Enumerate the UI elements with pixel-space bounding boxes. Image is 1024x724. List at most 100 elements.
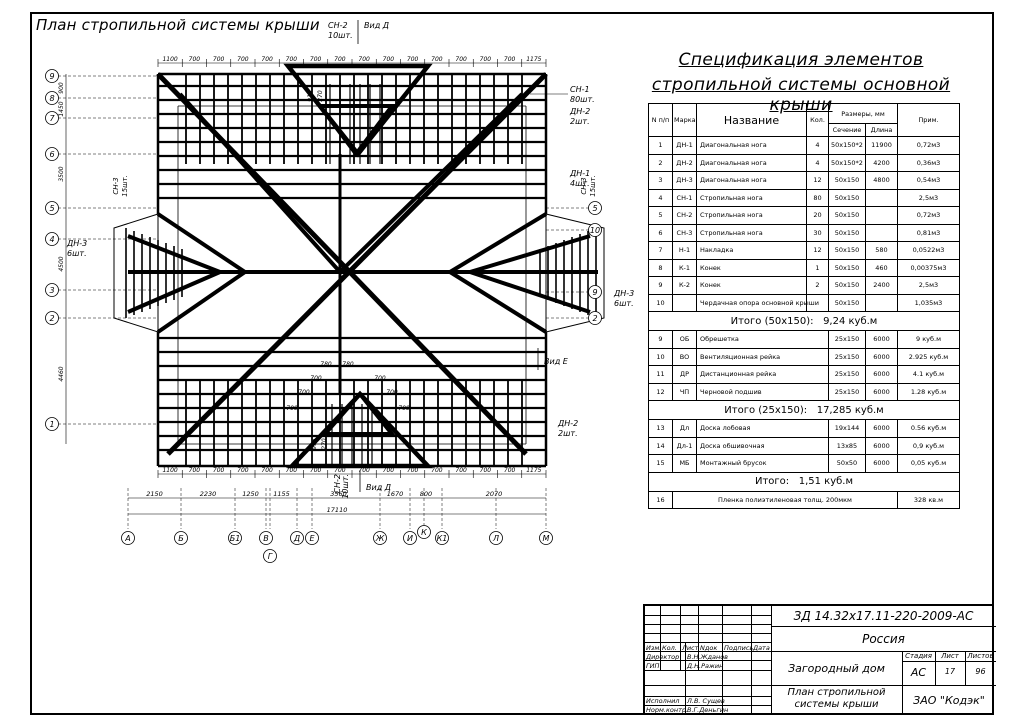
bottom-dimension: 700 [383,467,395,474]
axis-bubble [403,531,417,545]
grid-line [645,651,996,652]
cell-mark: СН-3 [672,223,697,242]
hip-line [338,92,524,274]
cell-name: Дистанционная рейка [696,365,829,384]
name-director: В.Н.Жданов [687,653,729,661]
cell-note: 0,81м3 [897,223,960,242]
cell-name: Доска лобовая [696,419,829,438]
axis-letter: А [124,534,130,543]
cell-mark: ДН-3 [672,171,697,190]
specification-table: N п/п Марка Название Кол. Размеры, мм Пр… [648,103,960,509]
top-dimension: 700 [407,56,419,63]
cell-qty: 20 [806,206,829,225]
axis-number: 8 [49,94,54,103]
cell-num: 2 [648,153,673,172]
grid-line [645,705,771,706]
cell-num: 1 [648,136,673,155]
top-dimension: 700 [237,56,249,63]
stage-label: Стадия [905,652,932,660]
callout-label: ДН-2 [569,107,590,116]
cell-qty: 30 [806,223,829,242]
left-dimension: 900 [58,82,65,94]
col-date: Дата [753,644,770,652]
axis-bubble [290,531,304,545]
cell-num: 11 [648,365,673,384]
cell-note: 2,5м3 [897,188,960,207]
cell-note: 328 кв.м [897,490,960,509]
axis-letter: Д [293,534,300,543]
role-norm-control: Норм.контр. [646,706,689,714]
cell-note: 9 куб.м [897,330,960,349]
grid-line [645,660,771,661]
left-dimension: 1450 [58,101,65,116]
company-name: ЗАО "Кодэк" [913,694,985,707]
callout-label: 6шт. [67,249,87,258]
axis-bubble [174,531,188,545]
cell-mark: ВО [672,347,697,366]
project-code: ЗД 14.32х17.11-220-2009-АС [793,609,974,623]
cell-section: 50х150 [828,206,866,225]
header-name: Название [696,103,807,137]
bottom-dimension: 700 [358,467,370,474]
header-length: Длина [865,123,898,137]
top-dimension: 1175 [526,56,541,63]
cell-num: 4 [648,188,673,207]
cell-note: 2,5м3 [897,276,960,295]
cell-name: Диагональная нога [696,136,807,155]
cell-num: 12 [648,382,673,401]
grid-line [645,615,771,616]
cell-mark: Дл-1 [672,436,697,455]
cell-length [865,188,898,207]
top-gable-triangle [283,63,433,158]
grid-line [965,651,966,685]
grid-line [771,606,772,715]
cell-length [865,223,898,242]
cell-length: 6000 [865,330,898,349]
axis-bubble [588,223,602,237]
axis-number: 7 [49,114,55,123]
axis-letter: Б1 [230,534,241,543]
total-value: 17,285 куб.м [816,404,884,416]
axis-bubble [45,417,59,431]
cell-section: 13х85 [828,436,866,455]
bottom-dimension: 700 [480,467,492,474]
stage-value: АС [910,666,927,679]
span-dimension: 2070 [486,490,503,498]
sheet-title-line-2: системы крыши [794,699,879,710]
cell-num: 7 [648,241,673,260]
right-wing-outline [545,213,605,333]
axis-bubble [373,531,387,545]
axis-number: 9 [49,72,54,81]
axis-bubble [489,531,503,545]
cell-length [865,206,898,225]
axis-letter: М [543,534,550,543]
center-dimension: 700 [374,375,386,382]
diagonal-rafter-dn1 [166,72,548,456]
view-label: Вид Д [364,21,389,30]
callout-label: СН-2 [328,21,348,30]
cell-num: 8 [648,258,673,277]
axis-bubble [45,147,59,161]
bottom-dimension: 700 [310,467,322,474]
cell-length: 6000 [865,347,898,366]
cell-length: 580 [865,241,898,260]
callout-label: 15шт. [589,175,597,197]
bottom-dimension: 1175 [526,467,541,474]
axis-number: 5 [49,204,54,213]
cell-mark: Дл [672,419,697,438]
cell-length: 4200 [865,153,898,172]
cell-note: 0,72м3 [897,206,960,225]
axis-letter: И [407,534,413,543]
cell-section: 25х150 [828,330,866,349]
axis-number: 4 [49,235,54,244]
axis-bubble [539,531,553,545]
callout-label: ДН-3 [613,289,634,298]
diagonal-rafter-dn3 [469,270,591,314]
axis-letter: Б [178,534,184,543]
cell-note: 0,00375м3 [897,258,960,277]
callout-label: ДН-1 [569,169,590,178]
grid-line [660,606,661,670]
total-value: 1,51 куб.м [798,476,853,487]
